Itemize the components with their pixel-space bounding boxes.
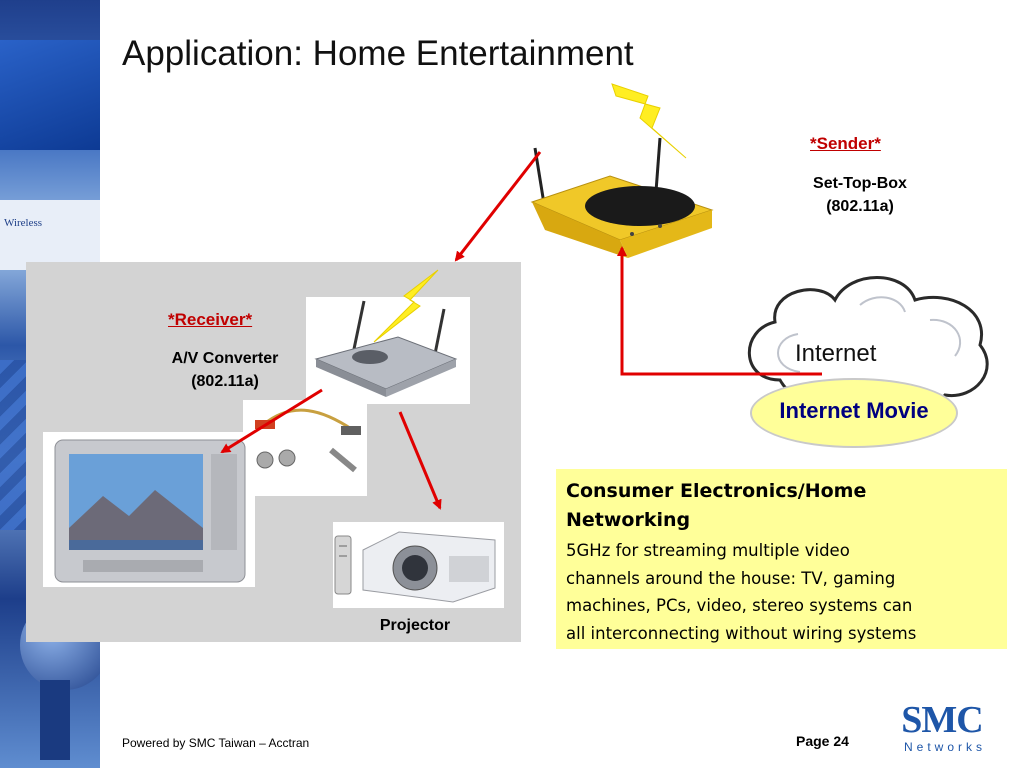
globe-stand-shape <box>40 680 70 760</box>
info-body-line: all interconnecting without wiring syste… <box>566 623 917 643</box>
av-converter-standard: (802.11a) <box>191 373 259 390</box>
connection-arrows <box>220 151 822 510</box>
smc-logo: SMC Networks <box>884 698 1004 758</box>
av-converter-icon <box>314 300 458 397</box>
cable-icon <box>255 408 361 473</box>
router-photo-strip <box>0 40 100 150</box>
info-body-line: machines, PCs, video, stereo systems can <box>566 596 913 615</box>
projector-label: Projector <box>379 617 451 634</box>
set-top-box-standard: (802.11a) <box>826 198 894 215</box>
wireless-signal-icon <box>373 269 439 343</box>
logo-subtitle: Networks <box>903 740 986 754</box>
page-number: Page 24 <box>796 733 849 749</box>
wireless-signal-icon <box>611 83 687 159</box>
internet-movie-oval <box>750 378 958 448</box>
logo-brand: SMC <box>901 699 983 741</box>
footer-credit: Powered by SMC Taiwan – Acctran <box>122 736 310 750</box>
set-top-box-icon <box>530 137 714 258</box>
internet-movie-label: Internet Movie <box>779 398 929 423</box>
set-top-box-name: Set-Top-Box <box>813 175 907 192</box>
slide-title: Application: Home Entertainment <box>122 34 634 73</box>
set-top-box-label: Set-Top-Box (802.11a) <box>780 172 940 218</box>
info-body-line: channels around the house: TV, gaming <box>566 568 896 588</box>
tv-icon <box>54 439 246 583</box>
strip-text: Wireless <box>4 217 43 229</box>
av-converter-image <box>306 297 470 404</box>
cable-connectors-image <box>243 400 367 496</box>
info-heading-line1: Consumer Electronics/Home <box>566 480 867 502</box>
receiver-tag: *Receiver* <box>168 310 253 329</box>
av-converter-label: A/V Converter (802.11a) <box>140 347 310 393</box>
info-box: Consumer Electronics/Home Networking 5GH… <box>556 469 1007 649</box>
projector-icon <box>334 531 496 603</box>
wireless-box-photo-strip <box>0 200 100 270</box>
tv-image <box>43 432 255 587</box>
info-body-line: 5GHz for streaming multiple video <box>566 541 850 560</box>
projector-image <box>333 522 504 608</box>
sender-tag: *Sender* <box>810 134 881 153</box>
internet-label: Internet <box>795 340 877 367</box>
av-converter-name: A/V Converter <box>171 350 279 367</box>
info-heading-line2: Networking <box>566 509 691 531</box>
